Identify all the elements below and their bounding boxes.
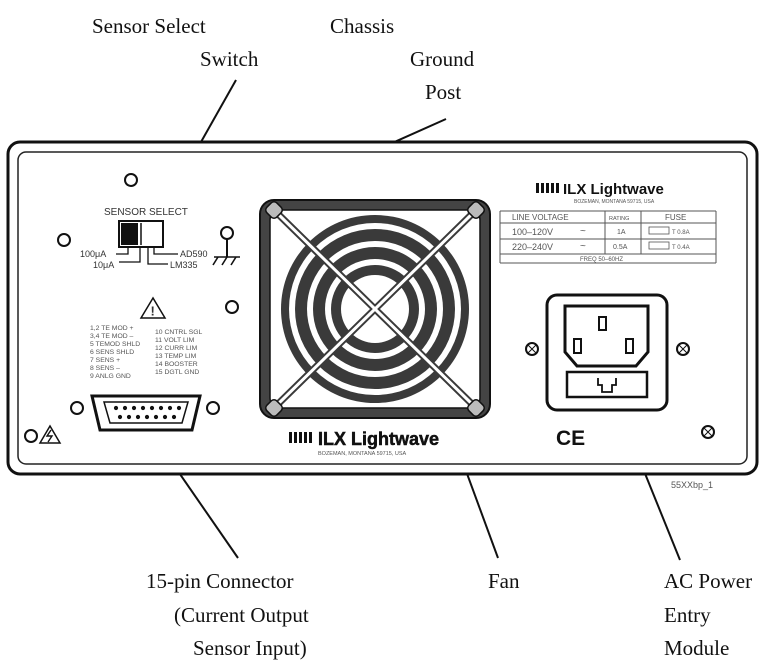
screw-hole-right xyxy=(225,300,239,314)
iec-inlet-socket[interactable] xyxy=(563,304,650,368)
brand-location-bottom: BOZEMAN, MONTANA 59715, USA xyxy=(318,451,407,457)
ilx-logo-bars-bottom xyxy=(289,432,312,443)
brand-location-top: BOZEMAN, MONTANA 59715, USA xyxy=(574,199,655,205)
sensor-select-switch[interactable]: SENSOR SELECT 100μA 10μA AD590 LM335 xyxy=(80,207,208,270)
connector-face xyxy=(103,401,189,424)
screw-slot-bottom-right xyxy=(703,427,713,437)
callout-chassis-ground: Chassis Ground Post xyxy=(330,14,475,104)
fuse-drawer-tab[interactable] xyxy=(597,378,617,393)
spec-row1-rating: 1A xyxy=(617,229,626,236)
callout-connector-line1: 15-pin Connector xyxy=(146,569,294,593)
spec-row2-voltage: 220–240V xyxy=(512,242,553,252)
chassis-ground-badge xyxy=(24,424,62,444)
connector-screw-right xyxy=(206,401,220,415)
callout-chassis-line2: Ground xyxy=(410,47,475,71)
callout-connector: 15-pin Connector (Current Output Sensor … xyxy=(146,569,309,660)
shock-hazard-icon xyxy=(38,424,62,444)
callout-fan-line1: Fan xyxy=(488,569,520,593)
pinout-legend: 1,2 TE MOD + 3,4 TE MOD – 5 TEMOD SHLD 6… xyxy=(90,325,204,380)
connector-pins xyxy=(113,405,182,420)
callout-sensor-select: Sensor Select Switch xyxy=(92,14,259,71)
screw-hole-top xyxy=(124,173,138,187)
spec-row1-ac-icon: ~ xyxy=(580,226,586,237)
spec-row2-rating: 0.5A xyxy=(613,244,628,251)
connector-screw-left xyxy=(70,401,84,415)
ac-power-entry-module[interactable] xyxy=(525,293,690,412)
spec-row1-voltage: 100–120V xyxy=(512,227,553,237)
callout-connector-line2: (Current Output xyxy=(174,603,309,627)
svg-text:!: ! xyxy=(151,304,155,319)
spec-row2-ac-icon: ~ xyxy=(580,241,586,252)
image-code: 55XXbp_1 xyxy=(671,480,713,490)
switch-left-top: 100μA xyxy=(80,249,106,259)
callout-ac-line2: Entry xyxy=(664,603,711,627)
spec-header-voltage: LINE VOLTAGE xyxy=(512,213,569,222)
badge-screw xyxy=(24,429,38,443)
ground-symbol-icon xyxy=(212,256,240,266)
fan-guard-cross-highlight xyxy=(276,212,474,406)
ground-post-head[interactable] xyxy=(220,226,234,240)
screw-hole-left xyxy=(57,233,71,247)
callout-sensor-select-line1: Sensor Select xyxy=(92,14,206,38)
fuse-drawer[interactable] xyxy=(565,370,649,399)
brand-name-bottom: ILX Lightwave xyxy=(318,429,439,449)
spec-label: ILX Lightwave BOZEMAN, MONTANA 59715, US… xyxy=(499,181,717,264)
spec-header-rating: RATING xyxy=(609,216,629,222)
switch-toggle[interactable] xyxy=(121,223,138,245)
pinout-left-column: 1,2 TE MOD + 3,4 TE MOD – 5 TEMOD SHLD 6… xyxy=(90,325,142,380)
iec-line-pin xyxy=(573,338,582,354)
callout-sensor-select-line2: Switch xyxy=(200,47,259,71)
rear-panel: SENSOR SELECT 100μA 10μA AD590 LM335 ! xyxy=(6,140,759,476)
fuse-icon-2 xyxy=(648,241,670,250)
spec-row1-fuse: T 0.8A xyxy=(672,230,690,236)
callout-ac-line1: AC Power xyxy=(664,569,752,593)
switch-leads xyxy=(116,247,178,265)
callout-chassis-line3: Post xyxy=(425,80,461,104)
switch-right-bottom: LM335 xyxy=(170,260,198,270)
chassis-ground-post[interactable] xyxy=(212,226,240,266)
fan xyxy=(259,199,491,419)
brand-name-top: ILX Lightwave xyxy=(563,181,664,198)
bottom-brand: ILX Lightwave BOZEMAN, MONTANA 59715, US… xyxy=(289,429,439,457)
sensor-select-label: SENSOR SELECT xyxy=(104,207,188,218)
callout-fan: Fan xyxy=(488,569,520,593)
callout-chassis-line1: Chassis xyxy=(330,14,394,38)
spec-table-grid xyxy=(499,210,717,264)
spec-frequency: FREQ 50–60HZ xyxy=(580,257,623,263)
warning-icon: ! xyxy=(139,296,167,319)
callout-connector-line3: Sensor Input) xyxy=(193,636,307,660)
ac-screw-right-slot xyxy=(678,344,688,354)
switch-left-bottom: 10μA xyxy=(93,260,114,270)
ce-mark: CE xyxy=(556,427,585,450)
pinout-right-column: 10 CNTRL SGL 11 VOLT LIM 12 CURR LIM 13 … xyxy=(155,329,204,376)
fifteen-pin-connector[interactable] xyxy=(70,394,220,432)
fuse-icon-1 xyxy=(648,226,670,235)
switch-right-top: AD590 xyxy=(180,249,208,259)
iec-neutral-pin xyxy=(625,338,634,354)
spec-row2-fuse: T 0.4A xyxy=(672,245,690,251)
iec-ground-pin xyxy=(598,316,607,331)
fan-mounting-screws xyxy=(265,201,485,417)
lightning-bolt-icon xyxy=(45,429,54,443)
ac-screw-left-slot xyxy=(527,344,537,354)
ilx-logo-bars-top xyxy=(536,183,559,193)
callout-ac-line3: Module xyxy=(664,636,729,660)
spec-header-fuse: FUSE xyxy=(665,213,686,222)
panel-screw-holes xyxy=(57,173,239,314)
callout-ac-power: AC Power Entry Module xyxy=(664,569,752,660)
